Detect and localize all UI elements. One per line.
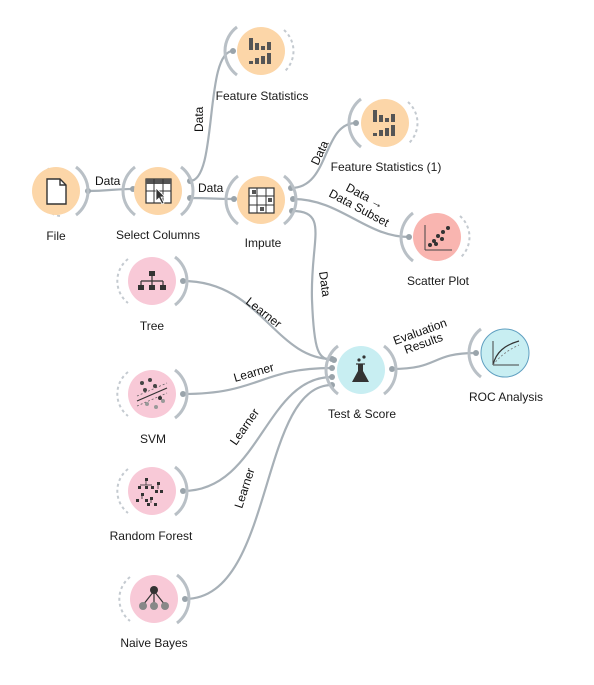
link-file-to-select-columns[interactable]: Data [87, 174, 134, 193]
node-label: Test & Score [328, 407, 396, 421]
node-label: Select Columns [116, 228, 200, 242]
node-random-forest[interactable]: Random Forest [110, 465, 193, 543]
node-file[interactable]: File [32, 165, 90, 243]
node-naive-bayes[interactable]: Naive Bayes [118, 573, 191, 650]
node-label: ROC Analysis [469, 390, 543, 404]
node-label: Feature Statistics (1) [331, 160, 442, 174]
tree-icon [138, 271, 166, 290]
svm-icon [136, 378, 168, 409]
node-label: Feature Statistics [216, 89, 309, 103]
link-select-columns-to-impute[interactable]: Data [189, 181, 235, 201]
node-body [128, 467, 176, 515]
select-columns-icon [145, 178, 172, 205]
node-tree[interactable]: Tree [116, 255, 189, 333]
impute-icon [248, 187, 275, 214]
file-icon [46, 178, 67, 205]
naive-bayes-icon [139, 586, 169, 610]
node-label: Naive Bayes [120, 636, 187, 650]
node-feature-statistics[interactable]: Feature Statistics [216, 25, 309, 103]
node-label: Impute [245, 236, 282, 250]
link-label: Data [316, 270, 333, 297]
node-label: Tree [140, 319, 165, 333]
node-scatter-plot[interactable]: Scatter Plot [399, 211, 471, 288]
link-label: Data [198, 181, 224, 195]
node-label: File [46, 229, 66, 243]
roc-analysis-icon [492, 340, 520, 366]
feature-statistics-icon [373, 110, 395, 136]
node-feature-statistics-1[interactable]: Feature Statistics (1) [331, 97, 442, 174]
link-label: Data [95, 174, 121, 188]
node-impute[interactable]: Impute [224, 174, 298, 250]
node-test-score[interactable]: Test & Score [324, 344, 398, 421]
node-label: SVM [140, 432, 166, 446]
node-select-columns[interactable]: Select Columns [116, 165, 200, 242]
node-roc-analysis[interactable]: ROC Analysis [467, 327, 543, 404]
link-impute-to-test-score[interactable]: Data [291, 209, 335, 362]
feature-statistics-icon [249, 38, 271, 64]
node-svm[interactable]: SVM [116, 368, 189, 446]
node-label: Scatter Plot [407, 274, 470, 288]
random-forest-icon [136, 478, 163, 506]
node-body [361, 99, 409, 147]
node-body [237, 27, 285, 75]
test-score-icon [352, 355, 369, 382]
scatter-plot-icon [424, 225, 452, 251]
link-label: Data [192, 106, 206, 132]
node-label: Random Forest [110, 529, 193, 543]
